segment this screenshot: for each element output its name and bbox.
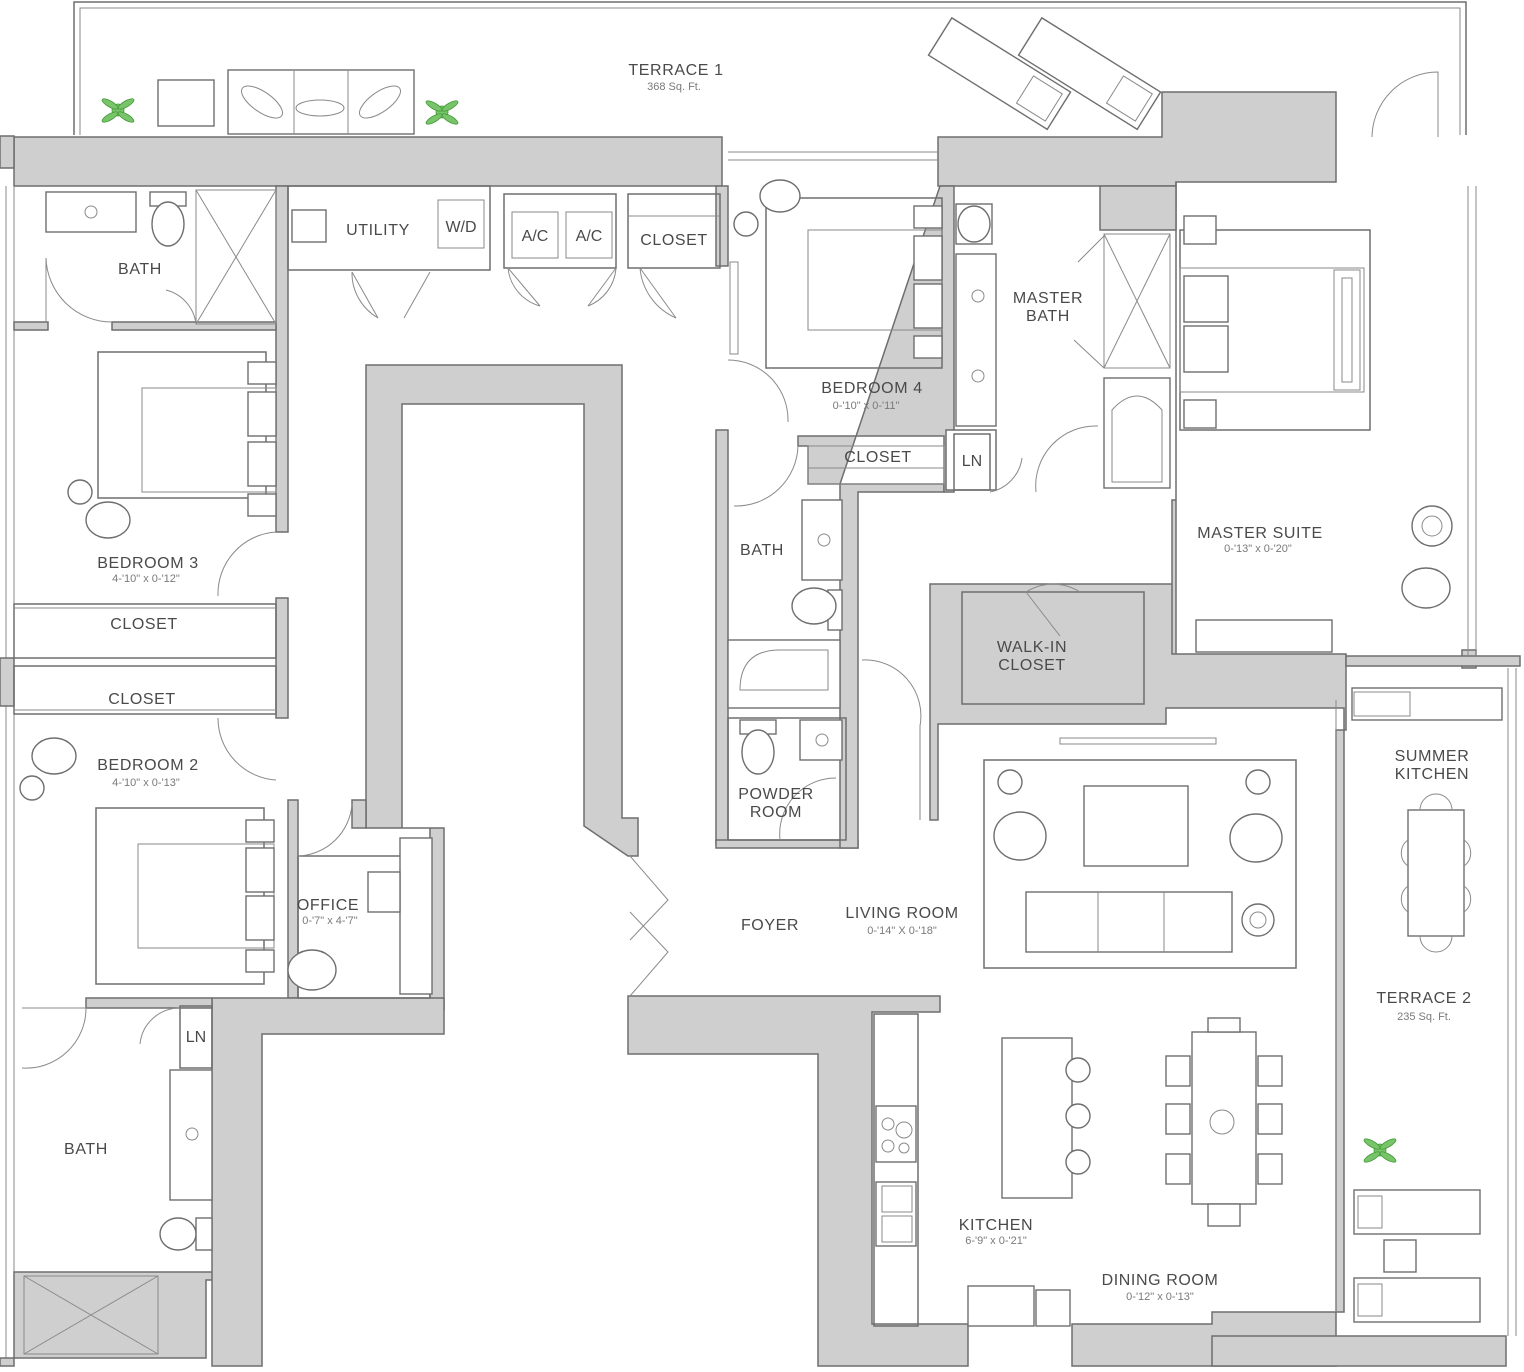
bedroom-3-label: BEDROOM 3 [97,555,198,572]
closet-b4-label: CLOSET [844,449,912,466]
bedroom-4-furniture [727,151,945,485]
bath-mid-label: BATH [740,542,784,559]
master-bath-fixtures [953,203,1171,493]
ac-1-label: A/C [522,228,549,245]
walls [0,91,1521,1367]
terrace-2-label: TERRACE 2 [1376,990,1471,1007]
bedroom-2-label: BEDROOM 2 [97,757,198,774]
bedroom-3-dim: 4-'10" x 0-'12" [112,573,180,585]
powder-label-2: ROOM [750,804,802,821]
kitchen-dim: 6-'9" x 0-'21" [965,1235,1027,1247]
bath-nw-label: BATH [118,261,162,278]
walk-in-label-1: WALK-IN [997,639,1067,656]
walk-in-closet [961,583,1145,705]
bedroom-4-label: BEDROOM 4 [821,380,922,397]
master-suite-furniture [1179,186,1477,656]
terrace-1-railing [73,1,1467,135]
living-room-furniture [983,737,1297,969]
office-furniture [287,803,433,999]
terrace-1-label: TERRACE 1 [628,62,723,79]
summer-kitchen-label-1: SUMMER [1395,748,1470,765]
closet-b2-label: CLOSET [108,691,176,708]
ac-2-label: A/C [576,228,603,245]
kitchen-label: KITCHEN [959,1217,1033,1234]
side-table [157,79,215,127]
terrace-sofa [227,69,415,135]
foyer-label: FOYER [741,917,799,934]
middle-bath-fixtures [727,445,922,841]
utility-block [287,185,721,319]
master-bath-label-2: BATH [1026,308,1070,325]
living-room-label: LIVING ROOM [845,905,958,922]
ln-master-label: LN [962,453,982,470]
office-dim: 0-'7" x 4-'7" [302,915,358,927]
bedroom-3-furniture [13,351,277,715]
summer-kitchen-label-2: KITCHEN [1395,766,1469,783]
terrace-2-area: 235 Sq. Ft. [1397,1011,1451,1023]
terrace-1-area: 368 Sq. Ft. [647,81,701,93]
terrace-1-plants [101,98,459,125]
room-labels: TERRACE 1 368 Sq. Ft. BATH UTILITY W/D A… [64,62,1471,1303]
closet-top-label: CLOSET [640,232,708,249]
living-room-dim: 0-'14" X 0-'18" [867,925,937,937]
master-suite-dim: 0-'13" x 0-'20" [1224,543,1292,555]
kitchen-dining-furniture [873,1013,1283,1327]
walk-in-label-2: CLOSET [998,657,1066,674]
dining-room-label: DINING ROOM [1102,1272,1219,1289]
bedroom-2-dim: 4-'10" x 0-'13" [112,777,180,789]
bedroom-4-dim: 0-'10" x 0-'11" [833,400,900,412]
washer-dryer-label: W/D [445,219,476,236]
bedroom-2-furniture [19,717,277,1069]
bath-nw-fixtures [45,189,277,325]
closet-b3-label: CLOSET [110,616,178,633]
entry-doors [629,855,669,997]
terrace-1-furniture [157,16,1439,138]
ln-sw-label: LN [186,1029,206,1046]
bath-sw-fixtures [23,1005,213,1355]
master-suite-label: MASTER SUITE [1197,525,1322,542]
utility-label: UTILITY [346,222,410,239]
bath-sw-label: BATH [64,1141,108,1158]
office-label: OFFICE [297,897,359,914]
master-bath-label-1: MASTER [1013,290,1083,307]
dining-room-dim: 0-'12" x 0-'13" [1126,1291,1194,1303]
terrace-2-furniture [1335,668,1517,1336]
powder-label-1: POWDER [738,786,814,803]
